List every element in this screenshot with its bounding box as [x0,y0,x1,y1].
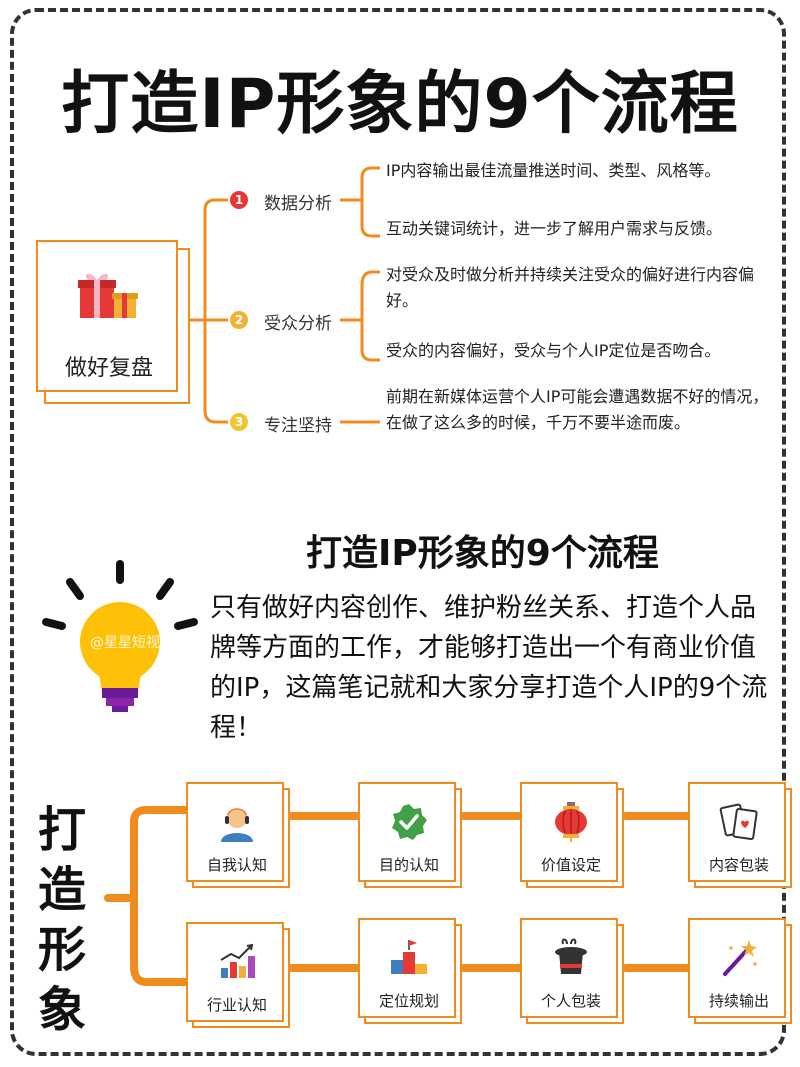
section-subtitle: 打造IP形象的9个流程 [306,533,659,574]
side-title: 打造形象 [38,802,87,1038]
podium-icon [391,940,427,974]
branch-3-detail: 前期在新媒体运营个人IP可能会遭遇数据不好的情况，在做了这么多的时候，千万不要半… [386,387,769,432]
review-label: 做好复盘 [64,356,153,381]
node-label: 目的认知 [378,856,439,874]
intro-text: 只有做好内容创作、维护粉丝关系、打造个人品牌等方面的工作，才能够打造出一个有商业… [210,593,768,743]
flow-node-personal-packaging: 个人包装 [520,918,624,1024]
dashed-frame [10,8,786,1056]
review-connectors [186,166,380,424]
card-face: 做好复盘 [36,240,178,392]
flow-node-positioning-plan: 定位规划 [358,918,462,1024]
branch-number-3: 3 [230,413,248,431]
flow-node-industry-awareness: 行业认知 [186,922,290,1028]
growth-chart-icon [220,943,255,978]
flow-node-self-awareness: 自我认知 [186,782,290,888]
lightbulb-icon [42,560,198,712]
node-label: 价值设定 [540,856,601,874]
branch-label-persistence: 专注坚持 [264,416,332,436]
node-label: 行业认知 [206,996,267,1014]
flow-connectors [104,806,692,986]
flow-node-value-setting: 价值设定 [520,782,624,888]
branch-label-audience-analysis: 受众分析 [264,314,332,334]
node-label: 自我认知 [206,856,267,874]
node-label: 定位规划 [378,992,439,1010]
watermark: @星星短视 [90,635,160,651]
check-badge-icon [392,804,427,840]
page-title: 打造IP形象的9个流程 [61,65,739,144]
branch-number-1: 1 [230,191,248,209]
branch-2-detail-1: 对受众及时做分析并持续关注受众的偏好进行内容偏好。 [386,265,755,310]
gift-icon [78,273,138,318]
flow-node-purpose-awareness: 目的认知 [358,782,462,888]
magic-wand-icon [723,940,757,976]
node-label: 内容包装 [708,856,769,874]
flow-node-content-packaging: 内容包装 [688,782,792,888]
node-label: 个人包装 [540,992,601,1010]
cards-icon [719,803,758,840]
magic-hat-icon [555,938,587,974]
node-label: 持续输出 [708,992,769,1010]
branch-label-data-analysis: 数据分析 [264,194,332,214]
branch-number-2: 2 [230,311,248,329]
branch-1-detail-1: IP内容输出最佳流量推送时间、类型、风格等。 [386,161,721,180]
lantern-icon [555,802,587,842]
person-headset-icon [221,808,253,842]
review-card: 做好复盘 [36,240,190,404]
branch-2-detail-2: 受众的内容偏好，受众与个人IP定位是否吻合。 [386,341,721,360]
flow-node-continuous-output: 持续输出 [688,918,792,1024]
branch-1-detail-2: 互动关键词统计，进一步了解用户需求与反馈。 [386,219,723,238]
